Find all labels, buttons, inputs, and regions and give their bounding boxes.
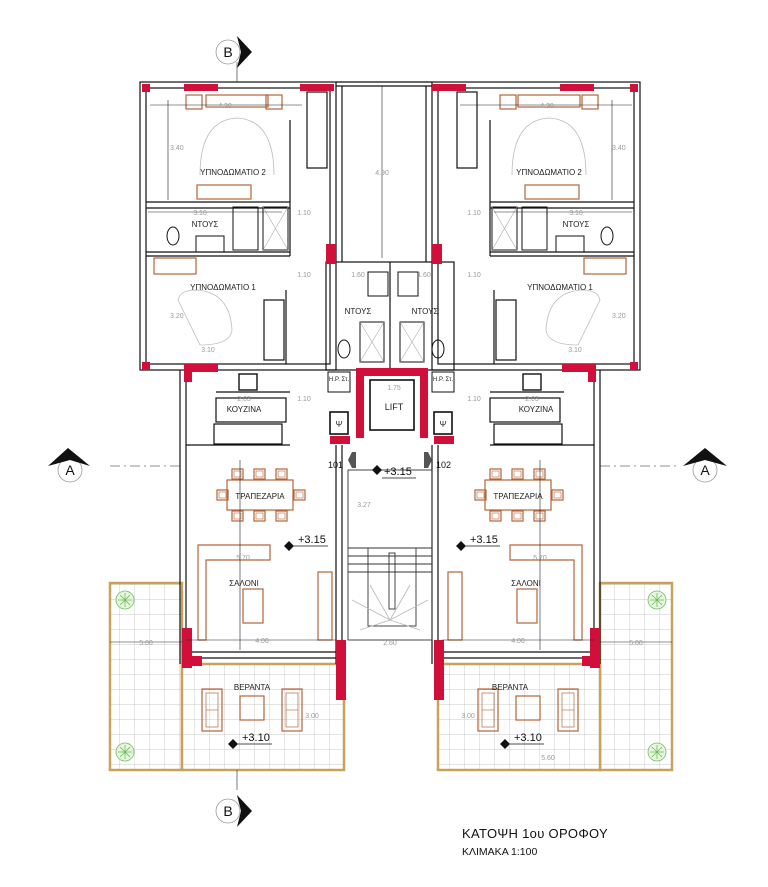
drawing-title: ΚΑΤΟΨΗ 1ου ΟΡΟΦΟΥ	[462, 826, 608, 841]
svg-text:1.75: 1.75	[387, 385, 401, 392]
svg-text:5.00: 5.00	[139, 640, 153, 647]
svg-text:1.60: 1.60	[417, 272, 431, 279]
room-label-core-shower-right: ΝΤΟΥΣ	[412, 307, 439, 316]
room-label-dining-left: ΤΡΑΠΕΖΑΡΙΑ	[235, 492, 285, 501]
level-stair: +3.15	[384, 466, 412, 478]
tree-icon	[115, 742, 135, 762]
room-label-bedroom2-right: ΥΠΝΟΔΩΜΑΤΙΟ 2	[516, 168, 582, 177]
shaft-symbol-left: Ψ	[336, 420, 343, 429]
level-markers: +3.15 +3.15 +3.15 +3.10 +3.10	[228, 465, 544, 749]
svg-text:3.10: 3.10	[193, 210, 207, 217]
svg-text:B: B	[223, 44, 232, 60]
svg-text:A: A	[65, 462, 75, 478]
svg-text:3.40: 3.40	[170, 145, 184, 152]
door-number-left: 101	[328, 460, 343, 470]
section-marker-bottom: B	[215, 795, 252, 827]
structural-columns	[142, 84, 638, 700]
meter-label-left: Η.Ρ. Στ.	[329, 377, 349, 383]
section-marker-right: A	[683, 448, 727, 483]
svg-text:5.70: 5.70	[533, 555, 547, 562]
svg-text:3.00: 3.00	[305, 713, 319, 720]
tree-icon	[647, 590, 667, 610]
svg-text:A: A	[700, 462, 710, 478]
right-veranda	[436, 662, 602, 772]
svg-text:5.70: 5.70	[236, 555, 250, 562]
svg-text:3.10: 3.10	[569, 210, 583, 217]
room-label-shower-left: ΝΤΟΥΣ	[192, 220, 219, 229]
room-label-veranda-left: ΒΕΡΑΝΤΑ	[234, 683, 271, 692]
entrance-door-icon	[424, 452, 432, 468]
left-side-balcony	[108, 581, 184, 772]
section-marker-left: A	[48, 448, 90, 483]
svg-text:4.30: 4.30	[218, 103, 232, 110]
level-veranda-right: +3.10	[514, 732, 542, 744]
svg-text:1.10: 1.10	[467, 272, 481, 279]
section-marker-top: B	[215, 36, 252, 68]
svg-text:2.60: 2.60	[383, 640, 397, 647]
svg-text:2.03: 2.03	[525, 396, 539, 403]
room-label-veranda-right: ΒΕΡΑΝΤΑ	[492, 683, 529, 692]
svg-text:1.10: 1.10	[467, 210, 481, 217]
drawing-scale: ΚΛΙΜΑΚΑ 1:100	[462, 846, 538, 858]
left-veranda	[180, 662, 346, 772]
room-labels-left: ΥΠΝΟΔΩΜΑΤΙΟ 2 ΝΤΟΥΣ ΥΠΝΟΔΩΜΑΤΙΟ 1 ΚΟΥΖΙΝ…	[190, 168, 285, 692]
svg-text:3.27: 3.27	[357, 502, 371, 509]
svg-text:2.03: 2.03	[237, 396, 251, 403]
svg-text:1.60: 1.60	[351, 272, 365, 279]
right-side-balcony	[598, 581, 674, 772]
svg-text:B: B	[223, 803, 232, 819]
room-label-kitchen-right: ΚΟΥΖΙΝΑ	[519, 405, 554, 414]
tree-icon	[647, 742, 667, 762]
room-label-lift: LIFT	[385, 402, 404, 412]
room-labels-core: ΝΤΟΥΣ ΝΤΟΥΣ LIFT Η.Ρ. Στ. Η.Ρ. Στ. Ψ Ψ	[329, 307, 453, 429]
bathroom-fixtures	[166, 206, 614, 435]
svg-text:1.10: 1.10	[467, 396, 481, 403]
svg-text:5.00: 5.00	[629, 640, 643, 647]
staircase	[347, 469, 433, 641]
svg-text:1.10: 1.10	[297, 272, 311, 279]
room-labels-right: ΥΠΝΟΔΩΜΑΤΙΟ 2 ΝΤΟΥΣ ΥΠΝΟΔΩΜΑΤΙΟ 1 ΚΟΥΖΙΝ…	[492, 168, 593, 692]
room-label-shower-right: ΝΤΟΥΣ	[563, 220, 590, 229]
room-label-core-shower-left: ΝΤΟΥΣ	[345, 307, 372, 316]
svg-text:3.40: 3.40	[612, 145, 626, 152]
room-label-bedroom1-right: ΥΠΝΟΔΩΜΑΤΙΟ 1	[527, 283, 593, 292]
level-living-right: +3.15	[470, 534, 498, 546]
tree-icon	[115, 590, 135, 610]
svg-text:3.00: 3.00	[461, 713, 475, 720]
svg-text:1.10: 1.10	[297, 396, 311, 403]
room-label-dining-right: ΤΡΑΠΕΖΑΡΙΑ	[493, 492, 543, 501]
shaft-symbol-right: Ψ	[440, 420, 447, 429]
dimension-labels: 4.30 4.30 3.40 3.40 3.10 3.10 1.10 1.10 …	[139, 103, 643, 762]
svg-text:1.10: 1.10	[297, 210, 311, 217]
svg-text:3.10: 3.10	[201, 347, 215, 354]
svg-text:4.00: 4.00	[511, 638, 525, 645]
room-label-living-right: ΣΑΛΟΝΙ	[511, 579, 541, 588]
walls	[139, 81, 641, 664]
svg-text:4.30: 4.30	[540, 103, 554, 110]
room-label-bedroom1-left: ΥΠΝΟΔΩΜΑΤΙΟ 1	[190, 283, 256, 292]
svg-text:3.10: 3.10	[568, 347, 582, 354]
meter-label-right: Η.Ρ. Στ.	[433, 377, 453, 383]
level-veranda-left: +3.10	[242, 732, 270, 744]
room-label-living-left: ΣΑΛΟΝΙ	[229, 579, 259, 588]
svg-text:3.20: 3.20	[170, 313, 184, 320]
svg-text:5.60: 5.60	[541, 755, 555, 762]
room-label-kitchen-left: ΚΟΥΖΙΝΑ	[227, 405, 262, 414]
entrance-door-icon	[348, 452, 356, 468]
svg-text:4.00: 4.00	[255, 638, 269, 645]
door-number-right: 102	[436, 460, 451, 470]
svg-text:3.20: 3.20	[612, 313, 626, 320]
svg-text:4.90: 4.90	[375, 170, 389, 177]
room-label-bedroom2-left: ΥΠΝΟΔΩΜΑΤΙΟ 2	[200, 168, 266, 177]
level-living-left: +3.15	[298, 534, 326, 546]
